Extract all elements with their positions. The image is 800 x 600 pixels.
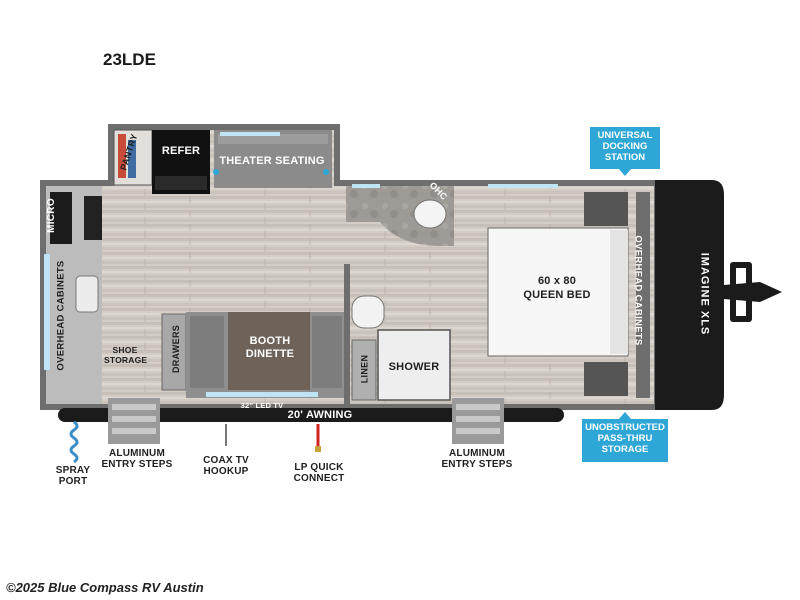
led-tv — [206, 392, 318, 397]
theater-seating-label: THEATER SEATING — [219, 155, 325, 167]
vanity-sink — [413, 199, 447, 229]
aluminum-entry-steps-label-1: ALUMINUM ENTRY STEPS — [101, 448, 173, 470]
pass-thru-storage-callout: UNOBSTRUCTED PASS-THRU STORAGE — [582, 419, 668, 462]
awning-bar — [58, 408, 564, 422]
brand-logo: IMAGINE XLS — [698, 252, 711, 336]
overhead-cabinets-left-label: OVERHEAD CABINETS — [55, 260, 67, 371]
queen-bed-label: 60 x 80 QUEEN BED — [512, 274, 602, 302]
linen-label: LINEN — [359, 354, 370, 384]
queen-bed-type: QUEEN BED — [523, 289, 591, 301]
microwave — [50, 192, 72, 244]
front-cap — [655, 180, 724, 410]
shower-label: SHOWER — [388, 361, 440, 373]
lp-quick-connect-label: LP QUICK CONNECT — [293, 462, 345, 484]
copyright-text: ©2025 Blue Compass RV Austin — [6, 580, 204, 595]
hitch-tongue — [724, 282, 782, 302]
linen-closet — [351, 339, 377, 401]
queen-bed-size: 60 x 80 — [537, 275, 577, 287]
spray-port-hose — [69, 420, 79, 464]
booth-dinette-label: BOOTH DINETTE — [245, 335, 295, 360]
bath-wall — [344, 264, 350, 404]
dinette-table — [228, 312, 310, 390]
nightstand-top — [584, 192, 628, 226]
shower-stall — [377, 329, 451, 401]
aluminum-entry-steps-label-2: ALUMINUM ENTRY STEPS — [441, 448, 513, 470]
overhead-cabinets-right-label: OVERHEAD CABINETS — [632, 235, 644, 346]
refer-label: REFER — [161, 145, 201, 157]
overhead-cabinets-right — [636, 192, 650, 398]
sink — [75, 275, 99, 313]
micro-label: MICRO — [45, 198, 57, 233]
queen-bed — [487, 227, 629, 357]
shoe-storage-label: SHOE STORAGE — [104, 345, 148, 365]
universal-docking-station-callout: UNIVERSAL DOCKING STATION — [590, 127, 660, 169]
drawers-label: DRAWERS — [171, 324, 182, 374]
toilet — [351, 295, 385, 329]
led-tv-label: 32" LED TV — [240, 401, 284, 410]
stove — [84, 196, 102, 240]
awning-label: 20' AWNING — [287, 409, 353, 421]
drawers-cabinet — [161, 313, 187, 391]
model-title: 23LDE — [103, 50, 156, 69]
coax-tv-hookup-label: COAX TV HOOKUP — [203, 455, 249, 477]
spray-port-label: SPRAY PORT — [55, 465, 91, 487]
nightstand-bottom — [584, 362, 628, 396]
